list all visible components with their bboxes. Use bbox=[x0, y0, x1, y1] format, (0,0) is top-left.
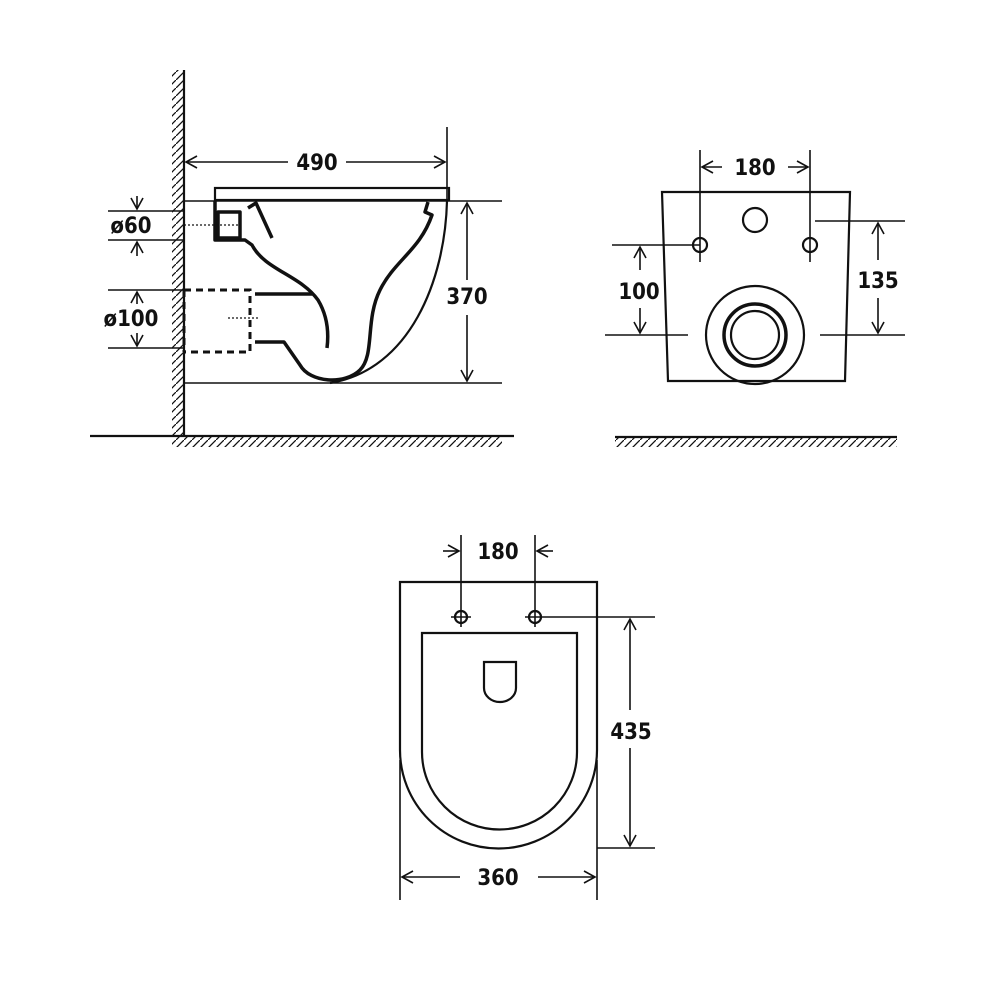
side-view: 490 370 ø60 ø100 bbox=[90, 70, 514, 447]
width-label: 360 bbox=[477, 866, 518, 891]
side-width-label: 490 bbox=[296, 151, 337, 176]
seat-outline bbox=[398, 580, 599, 850]
bowl-outer-outline bbox=[329, 200, 449, 385]
bolt-height-label: 100 bbox=[618, 280, 659, 305]
outlet-ring bbox=[722, 302, 788, 368]
hinge-spacing-label: 180 bbox=[477, 540, 518, 565]
bowl-inner-front bbox=[213, 201, 330, 349]
hinge-hole-left bbox=[451, 535, 471, 627]
outlet-pipe-dashed bbox=[182, 288, 252, 354]
outlet-inner bbox=[729, 309, 781, 361]
wall-hatch bbox=[172, 70, 184, 436]
lid-opening bbox=[420, 631, 579, 831]
floor-hatch bbox=[615, 438, 897, 447]
inlet-diameter-label: ø60 bbox=[110, 214, 151, 239]
bowl-trap bbox=[255, 201, 434, 382]
top-view: 180 435 360 bbox=[398, 535, 655, 900]
seat-profile bbox=[213, 186, 451, 202]
length-label: 435 bbox=[610, 720, 651, 745]
floor-hatch bbox=[172, 437, 502, 447]
back-plate-outline bbox=[660, 190, 852, 383]
outlet-diameter-label: ø100 bbox=[104, 307, 159, 332]
flush-rim bbox=[247, 201, 274, 239]
side-height-label: 370 bbox=[446, 285, 487, 310]
bolt-spacing-label: 180 bbox=[734, 156, 775, 181]
front-view: 180 100 135 bbox=[605, 150, 905, 447]
outlet-outer bbox=[704, 284, 806, 386]
water-inlet-hole bbox=[741, 206, 769, 234]
inlet-height-label: 135 bbox=[857, 269, 898, 294]
lid-cutout bbox=[482, 660, 518, 704]
hinge-hole-right bbox=[525, 535, 545, 627]
